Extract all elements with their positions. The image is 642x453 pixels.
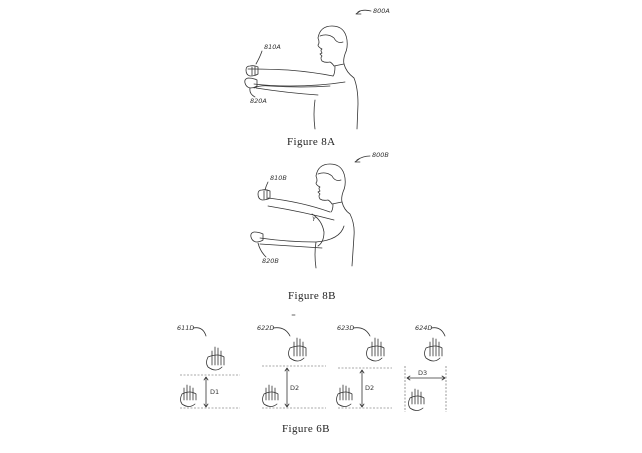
figure-8b-drawing: 800B Y 810B 820B [250, 151, 389, 269]
panel-3-hand-bottom [336, 384, 353, 407]
panel-4-hand-top [424, 337, 443, 362]
figure-8b-arm-lower [259, 225, 345, 249]
panel-3-distance-arrow [359, 369, 365, 408]
panel-1-distance-label: D1 [210, 388, 219, 396]
figure-6b-panel-1: 611D D1 [177, 324, 240, 409]
figure-8a-arm-upper [247, 68, 346, 87]
figure-8b-hand-upper [257, 189, 271, 201]
panel-2-hand-top [288, 337, 307, 362]
figure-6b-panel-2: 622D D2 [257, 324, 326, 409]
figure-8b-torso [330, 201, 355, 267]
figure-6b-panel-3: 623D D2 [336, 324, 392, 409]
ref-810b: 810B [270, 174, 287, 182]
ref-611d-leader [192, 327, 207, 337]
figure-6b-drawing: 611D D1 622D D2 623D [177, 324, 447, 412]
ref-810a: 810A [264, 43, 281, 51]
panel-1-distance-arrow [203, 376, 209, 408]
figure-8a-drawing: 800A 810A 820A [244, 7, 390, 130]
figure-8a-caption: Figure 8A [287, 136, 336, 148]
ref-810a-leader [255, 50, 263, 65]
figure-8a-chest [313, 99, 316, 130]
ref-angle-y: Y [312, 215, 317, 223]
panel-3-hand-top [366, 337, 385, 362]
ref-623d-leader [352, 327, 371, 337]
ref-622d: 622D [257, 324, 274, 332]
figure-8a-hairline [319, 34, 344, 43]
figure-8a-hand-lower [244, 77, 258, 89]
figure-8b-arm-upper [267, 197, 335, 221]
panel-4-distance-arrow [406, 375, 446, 381]
panel-3-distance-label: D2 [365, 384, 374, 392]
figure-6b-panel-4: 624D D3 [404, 324, 447, 412]
panel-2-distance-arrow [284, 367, 290, 408]
panel-4-hand-bottom [408, 388, 425, 411]
figure-8b-head [315, 163, 346, 205]
ref-820b: 820B [262, 257, 279, 265]
figure-8b-angle-arc [311, 213, 325, 247]
ref-611d: 611D [177, 324, 194, 332]
ref-810b-leader [264, 181, 269, 191]
figure-8b-chest [314, 241, 317, 269]
figure-8b-hand-lower [250, 231, 264, 243]
ref-800a-arrowhead [355, 10, 362, 15]
figure-8a-hand-upper [245, 65, 259, 77]
ref-800b-arrowhead [354, 158, 361, 163]
ref-623d: 623D [337, 324, 354, 332]
figure-8a-torso [332, 63, 359, 130]
panel-2-hand-bottom [262, 384, 279, 407]
ref-624d-leader [430, 327, 446, 337]
panel-1-hand-top [206, 346, 225, 371]
ref-820b-leader [257, 242, 267, 258]
ref-820a: 820A [250, 97, 267, 105]
panel-2-distance-label: D2 [290, 384, 299, 392]
ref-624d: 624D [415, 324, 432, 332]
figure-8a-head [317, 25, 348, 67]
figure-8b-caption: Figure 8B [288, 290, 336, 302]
figure-6b-caption: Figure 6B [282, 423, 330, 435]
panel-1-hand-bottom [180, 384, 197, 407]
ref-800a: 800A [373, 7, 390, 15]
panel-4-distance-label: D3 [418, 369, 427, 377]
ref-800b: 800B [372, 151, 389, 159]
ref-622d-leader [272, 327, 291, 337]
ref-820a-leader [249, 87, 256, 98]
figure-8a-arm-lower [253, 85, 331, 96]
figure-8b-hairline [317, 172, 342, 181]
